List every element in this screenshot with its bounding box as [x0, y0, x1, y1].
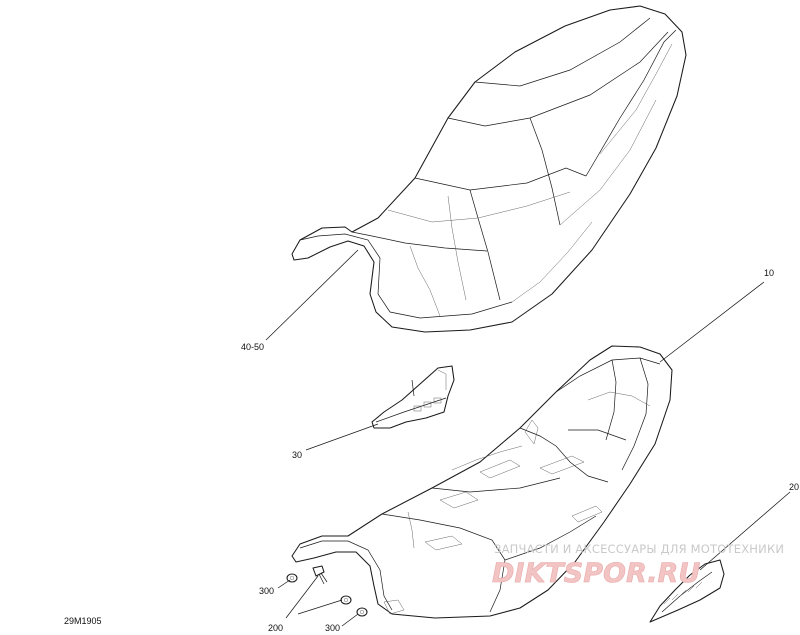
leader-base — [659, 281, 765, 363]
leader-bolt-b — [297, 599, 343, 615]
seat-cushion — [291, 5, 687, 333]
leader-bracket — [305, 423, 379, 451]
leader-nut-upper — [277, 579, 291, 589]
bracket-part — [371, 365, 455, 429]
callout-base: 10 — [764, 268, 774, 278]
nut-lower-a — [340, 595, 352, 605]
leader-lines — [265, 249, 791, 627]
callout-bracket: 30 — [292, 450, 302, 460]
bolt — [312, 565, 328, 585]
watermark-logo: DIKTSPOR.RU — [492, 558, 700, 589]
leader-bolt-a — [285, 575, 319, 619]
leader-nut-lower — [341, 613, 359, 627]
leader-cover — [699, 491, 791, 571]
watermark-tagline: ЗАПЧАСТИ И АКСЕССУАРЫ ДЛЯ МОТОТЕХНИКИ — [494, 542, 784, 556]
nut-lower-b — [356, 607, 368, 617]
callout-bolt: 200 — [268, 623, 283, 633]
leader-seat — [265, 249, 359, 341]
cover-part — [649, 559, 725, 623]
callout-cover: 20 — [789, 482, 799, 492]
drawing-code: 29M1905 — [64, 616, 102, 626]
callout-seat: 40-50 — [241, 342, 264, 352]
seat-base — [291, 345, 673, 619]
callout-nut-upper: 300 — [259, 586, 274, 596]
callout-nut-lower: 300 — [325, 623, 340, 633]
